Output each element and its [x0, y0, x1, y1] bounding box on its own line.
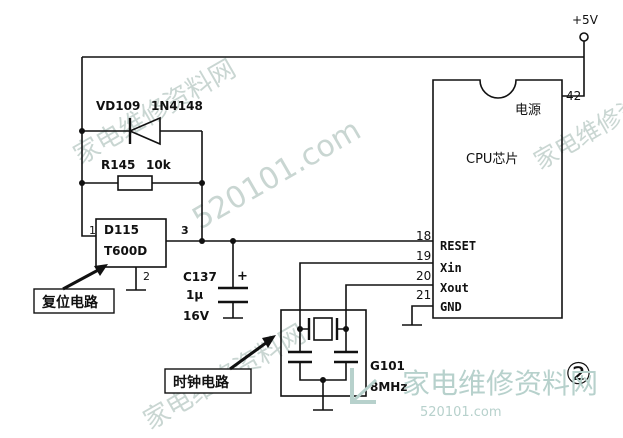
pin-18-number: 18 — [416, 229, 431, 243]
callout-clock-arrow — [262, 335, 276, 348]
pin-19-number: 19 — [416, 249, 431, 263]
watermark-url-1: 520101.com — [187, 113, 367, 237]
cpu-pin-power-number: 42 — [566, 89, 581, 103]
reset-ic-d115: D115 T600D 1 3 2 — [89, 218, 196, 291]
reset-ic-part: T600D — [104, 244, 147, 258]
pin-20-name: Xout — [440, 281, 469, 295]
cpu-chip-body — [432, 79, 563, 319]
clock-circuit — [280, 262, 433, 411]
capacitor-ref: C137 — [183, 270, 217, 284]
diode-ref: VD109 — [96, 99, 140, 113]
resistor-ref: R145 — [101, 158, 135, 172]
capacitor-plates — [218, 286, 248, 304]
figure-mark: ② — [565, 357, 592, 392]
load-capacitors — [288, 350, 358, 364]
watermark-url-logo: 520101.com — [420, 405, 502, 420]
diode-vd109: VD109 1N4148 — [82, 99, 203, 146]
gnd-wire — [402, 305, 433, 326]
watermark-brand-logo: 家电维修资料网 — [402, 367, 598, 400]
pin-18-name: RESET — [440, 239, 476, 253]
callout-clock-text: 时钟电路 — [173, 374, 230, 391]
capacitor-polarity: + — [237, 269, 248, 284]
node-reset-a — [199, 238, 205, 244]
callout-reset-arrow — [94, 264, 108, 276]
xin-wire — [299, 262, 433, 342]
supply-terminal — [579, 32, 589, 42]
supply-label: +5V — [572, 13, 599, 27]
reset-ic-pin3: 3 — [181, 224, 189, 237]
reset-ic-pin2: 2 — [143, 270, 150, 283]
pin-19-name: Xin — [440, 261, 462, 275]
watermark-brand-2: 家电维修资料网 — [529, 67, 623, 175]
resistor-body — [117, 175, 153, 191]
crystal-freq: 8MHz — [370, 380, 407, 394]
reset-ic-ground — [126, 267, 146, 291]
diode-symbol — [127, 116, 161, 146]
resistor-r145: R145 10k — [82, 158, 202, 191]
crystal-ref: G101 — [370, 359, 405, 373]
cpu-chip: 电源 42 CPU芯片 18 RESET 19 Xin 20 Xout 21 G… — [416, 79, 581, 319]
xout-wire — [345, 284, 433, 342]
callout-reset-text: 复位电路 — [41, 294, 99, 311]
resistor-value: 10k — [146, 158, 172, 172]
callout-clock: 时钟电路 — [164, 335, 276, 394]
pin-21-number: 21 — [416, 288, 431, 302]
cpu-power-label: 电源 — [515, 103, 541, 118]
diode-part: 1N4148 — [151, 99, 203, 113]
pin-20-number: 20 — [416, 269, 431, 283]
cpu-chip-name: CPU芯片 — [466, 152, 518, 167]
reset-ic-pin1: 1 — [89, 224, 96, 237]
reset-ic-ref: D115 — [104, 223, 139, 237]
capacitor-voltage: 16V — [183, 309, 210, 323]
watermark-logo: 家电维修资料网 520101.com — [350, 367, 598, 420]
capacitor-c137: + C137 1μ 16V — [183, 241, 248, 323]
supply-rail — [82, 41, 585, 97]
reset-ic-body — [95, 218, 167, 268]
capacitor-value: 1μ — [186, 288, 203, 302]
callout-reset: 复位电路 — [33, 264, 115, 314]
pin-21-name: GND — [440, 300, 462, 314]
crystal-body — [313, 317, 333, 341]
left-rail — [81, 57, 96, 237]
